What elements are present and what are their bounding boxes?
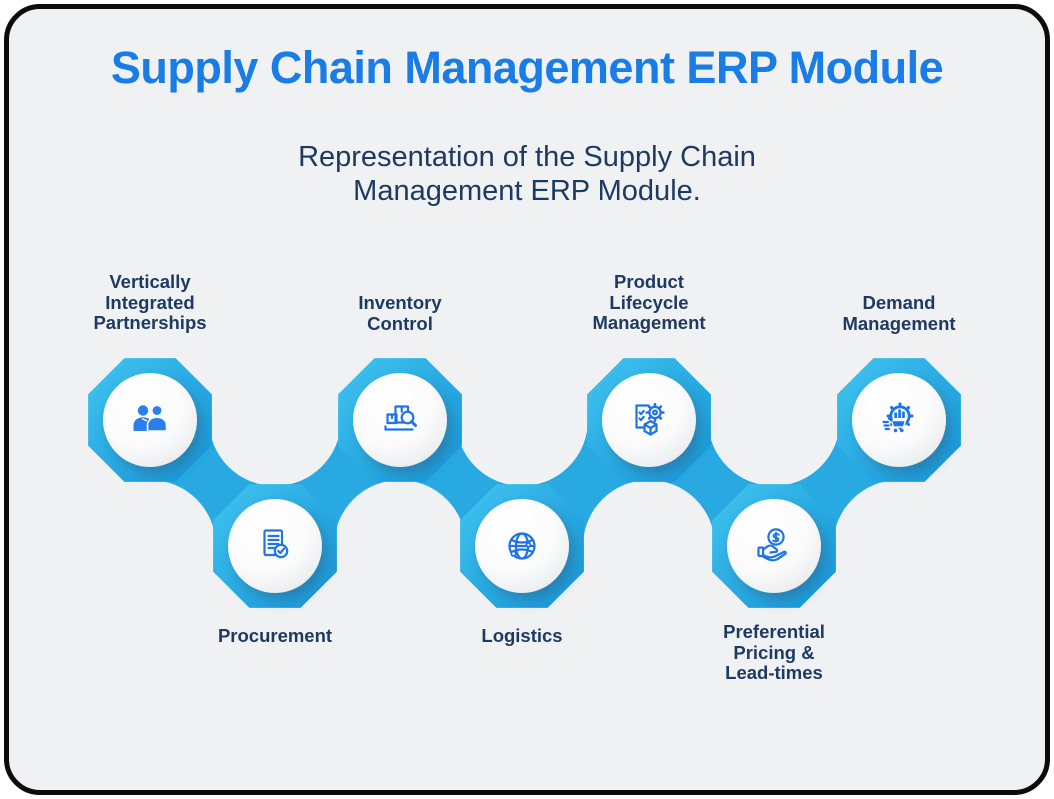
cutout <box>209 354 341 486</box>
label-line: Procurement <box>217 625 333 646</box>
cutout <box>583 480 715 612</box>
label-procurement: Procurement <box>217 625 333 647</box>
label-vertically-integrated-partnerships: Vertically Integrated Partnerships <box>93 271 207 334</box>
label-line: Lifecycle <box>609 291 689 313</box>
subtitle-line-2: Management ERP Module. <box>353 175 701 207</box>
label-line: Pricing & <box>733 641 815 663</box>
label-logistics: Logistics <box>481 625 563 647</box>
disc-node-2 <box>228 499 322 593</box>
page-subtitle: Representation of the Supply Chain Manag… <box>0 140 1054 208</box>
disc-node-3 <box>353 373 447 467</box>
label-line: Preferential <box>723 621 825 642</box>
label-line: Partnerships <box>93 312 207 333</box>
label-line: Integrated <box>105 291 195 313</box>
subtitle-line-1: Representation of the Supply Chain <box>298 141 756 173</box>
label-line: Lead-times <box>725 662 823 683</box>
label-line: Logistics <box>481 625 563 646</box>
cutout <box>708 354 840 486</box>
inventory-search-icon <box>384 405 417 431</box>
label-line: Vertically <box>109 271 191 292</box>
label-product-lifecycle-management: Product Lifecycle Management <box>592 271 706 334</box>
cutout <box>833 480 965 612</box>
globe-icon <box>508 532 536 560</box>
label-line: Demand <box>862 292 936 313</box>
label-line: Management <box>842 312 956 334</box>
disc-node-5 <box>602 373 696 467</box>
partnership-icon <box>133 404 168 432</box>
cutout <box>456 354 588 486</box>
cutout <box>334 480 466 612</box>
label-line: Control <box>367 312 433 334</box>
lifecycle-gear-cube-icon <box>635 402 665 436</box>
cutout <box>84 480 216 612</box>
chain-cutouts <box>84 354 965 612</box>
hand-dollar-icon <box>757 528 787 562</box>
page-title: Supply Chain Management ERP Module <box>110 42 944 93</box>
demand-gear-cart-icon <box>882 402 914 433</box>
document-check-icon <box>263 529 289 559</box>
label-preferential-pricing-lead-times: Preferential Pricing & Lead-times <box>723 621 825 684</box>
label-line: Product <box>614 271 684 292</box>
label-line: Inventory <box>358 292 442 313</box>
label-inventory-control: Inventory Control <box>358 292 442 334</box>
label-demand-management: Demand Management <box>842 292 956 334</box>
label-line: Management <box>592 312 706 333</box>
